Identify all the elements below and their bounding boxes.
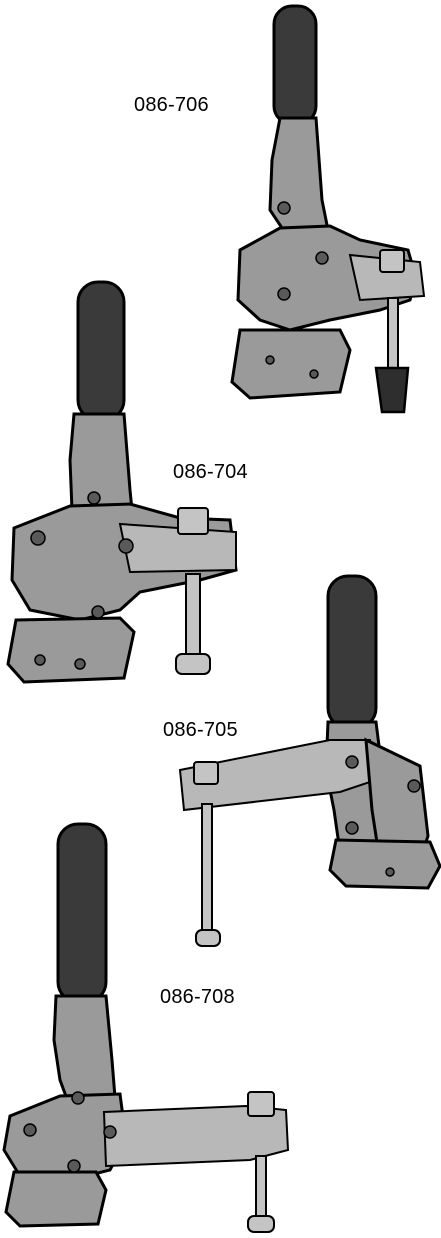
clamp-rivet xyxy=(30,530,46,546)
clamp-handle-grip xyxy=(56,822,108,1004)
clamp-mount-hole xyxy=(74,658,86,670)
clamp-spindle xyxy=(387,297,399,369)
part-number-label: 086-705 xyxy=(163,719,238,741)
clamp-image-086-708 xyxy=(2,822,290,1233)
clamp-rivet xyxy=(277,287,291,301)
clamp-handle-grip xyxy=(272,4,318,126)
clamp-rivet xyxy=(407,779,421,793)
clamp-base-plate xyxy=(6,616,136,684)
part-number-label: 086-704 xyxy=(173,461,248,483)
clamp-image-086-704 xyxy=(6,280,238,684)
clamp-rivet xyxy=(118,538,134,554)
clamp-mount-hole xyxy=(265,355,275,365)
clamp-base-plate xyxy=(230,328,352,400)
clamp-spindle xyxy=(255,1155,267,1219)
clamp-mount-hole xyxy=(309,369,319,379)
clamp-rivet xyxy=(277,201,291,215)
clamp-bolt-head xyxy=(175,653,211,675)
clamp-handle-arm xyxy=(268,116,330,242)
clamp-handle-grip xyxy=(76,280,126,422)
clamp-nut xyxy=(193,761,219,785)
clamp-arm xyxy=(102,1104,290,1168)
clamp-bolt-head xyxy=(195,929,221,947)
clamp-nut xyxy=(177,507,209,535)
clamp-rivet xyxy=(23,1123,37,1137)
clamp-rivet xyxy=(103,1125,117,1139)
clamp-handle-grip xyxy=(326,574,378,730)
clamp-rivet xyxy=(87,491,101,505)
part-number-label: 086-708 xyxy=(160,986,235,1008)
clamp-image-086-705 xyxy=(178,574,441,947)
clamp-base-plate xyxy=(4,1170,108,1228)
clamp-rivet xyxy=(345,755,359,769)
clamp-mount-hole xyxy=(385,867,395,877)
clamp-base-plate xyxy=(328,838,441,890)
clamp-nut xyxy=(247,1091,275,1117)
part-number-label: 086-706 xyxy=(134,94,209,116)
clamp-rubber-tip xyxy=(374,366,410,414)
clamp-bolt-head xyxy=(247,1215,275,1233)
clamp-rivet xyxy=(67,1159,81,1173)
clamp-rivet xyxy=(315,251,329,265)
clamp-rivet xyxy=(91,605,105,619)
clamp-nut xyxy=(379,249,405,273)
clamp-body xyxy=(236,224,418,332)
clamp-mount-hole xyxy=(34,654,46,666)
clamp-rivet xyxy=(71,1091,85,1105)
clamp-rivet xyxy=(345,821,359,835)
clamp-image-086-706 xyxy=(230,4,426,414)
